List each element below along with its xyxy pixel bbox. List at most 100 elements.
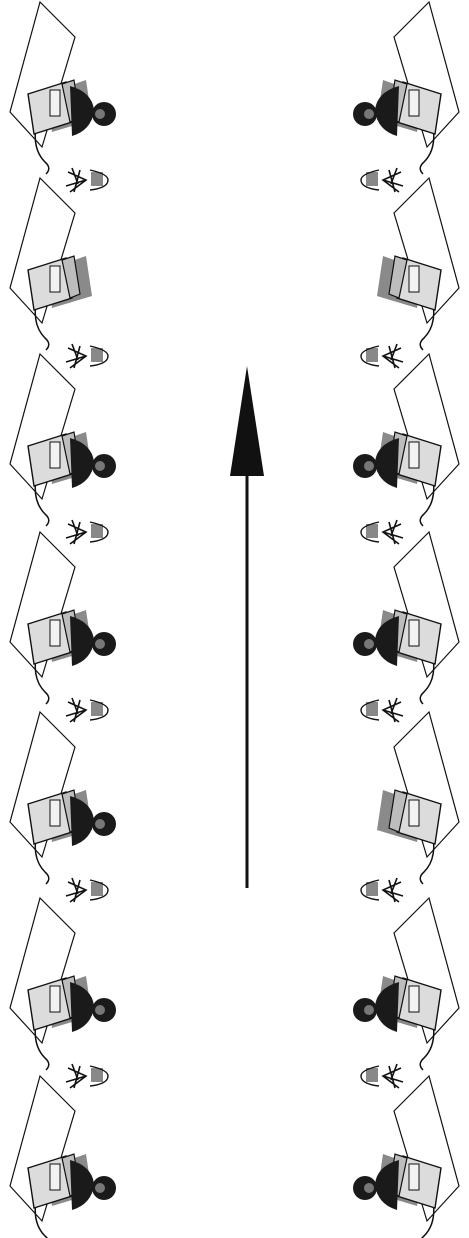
desk-outline (9, 896, 76, 1045)
desk-outline (9, 0, 76, 149)
chair-back (360, 345, 380, 367)
person-body (70, 1160, 94, 1210)
right-row-1 (353, 0, 460, 193)
right-row-6 (353, 896, 460, 1089)
monitor-screen-edge (61, 255, 81, 299)
right-row-7 (353, 1074, 460, 1238)
person-body (70, 616, 94, 666)
person-face (364, 109, 374, 119)
desk-outline (9, 1074, 76, 1223)
chair-back (360, 169, 380, 191)
left-row-5 (9, 710, 116, 903)
chair-frame (381, 519, 404, 545)
person-face (95, 639, 105, 649)
chair-back (89, 169, 109, 191)
keyboard (408, 985, 420, 1013)
chair-back (360, 879, 380, 901)
chair-frame (381, 1063, 404, 1089)
chair-frame (65, 167, 88, 193)
left-empty-chair-4 (65, 697, 109, 723)
desk-outline (393, 352, 460, 501)
right-workstation-4 (353, 530, 460, 705)
desk-outline (9, 352, 76, 501)
keyboard (408, 265, 420, 293)
right-workstation-5 (377, 710, 460, 885)
desk-outline (393, 176, 460, 325)
chair-frame (381, 877, 404, 903)
keyboard (408, 89, 420, 117)
left-workstation-4 (9, 530, 116, 705)
desk-outline (393, 896, 460, 1045)
left-row-6 (9, 896, 116, 1089)
person-face (364, 1183, 374, 1193)
chair-back (89, 1065, 109, 1087)
left-empty-chair-2 (65, 343, 109, 369)
right-empty-chair-6 (360, 1063, 404, 1089)
keyboard (49, 985, 61, 1013)
chair-frame (381, 343, 404, 369)
chair-back (360, 699, 380, 721)
left-row-3 (9, 352, 116, 545)
desk-outline (9, 176, 76, 325)
left-row-7 (9, 1074, 116, 1238)
person-face (364, 1005, 374, 1015)
chair-back (360, 1065, 380, 1087)
left-workstation-3 (9, 352, 116, 527)
person-body (375, 982, 399, 1032)
desk-outline (9, 530, 76, 679)
right-workstation-6 (353, 896, 460, 1071)
direction-arrow (230, 366, 264, 888)
chair-frame (65, 1063, 88, 1089)
keyboard (408, 1163, 420, 1191)
desk-outline (393, 710, 460, 859)
right-workstation-1 (353, 0, 460, 175)
left-empty-chair-1 (65, 167, 109, 193)
monitor-screen-edge (388, 789, 408, 833)
keyboard (408, 441, 420, 469)
right-empty-chair-4 (360, 697, 404, 723)
chair-frame (381, 697, 404, 723)
chair-frame (65, 343, 88, 369)
keyboard (49, 441, 61, 469)
arrow-head (230, 366, 264, 476)
person-body (375, 438, 399, 488)
right-empty-chair-5 (360, 877, 404, 903)
person-body (70, 438, 94, 488)
left-workstation-7 (9, 1074, 116, 1238)
person-face (95, 819, 105, 829)
right-workstation-3 (353, 352, 460, 527)
chair-back (89, 521, 109, 543)
left-row-1 (9, 0, 116, 193)
chair-back (89, 879, 109, 901)
keyboard (49, 799, 61, 827)
keyboard (49, 89, 61, 117)
desk-outline (393, 1074, 460, 1223)
left-workstation-5 (9, 710, 116, 885)
person-face (364, 461, 374, 471)
left-workstation-6 (9, 896, 116, 1071)
left-row-2 (9, 176, 109, 369)
person-body (375, 616, 399, 666)
keyboard (49, 1163, 61, 1191)
right-row-2 (360, 176, 460, 369)
left-workstation-column (9, 0, 116, 1238)
chair-frame (65, 519, 88, 545)
chair-frame (65, 877, 88, 903)
right-empty-chair-1 (360, 167, 404, 193)
right-workstation-2 (377, 176, 460, 351)
person-face (95, 109, 105, 119)
left-empty-chair-3 (65, 519, 109, 545)
right-row-4 (353, 530, 460, 723)
person-body (70, 86, 94, 136)
left-workstation-1 (9, 0, 116, 175)
person-face (95, 461, 105, 471)
right-row-3 (353, 352, 460, 545)
keyboard (49, 619, 61, 647)
chair-frame (65, 697, 88, 723)
right-workstation-7 (353, 1074, 460, 1238)
chair-back (89, 699, 109, 721)
keyboard (408, 619, 420, 647)
desk-outline (393, 0, 460, 149)
left-row-4 (9, 530, 116, 723)
